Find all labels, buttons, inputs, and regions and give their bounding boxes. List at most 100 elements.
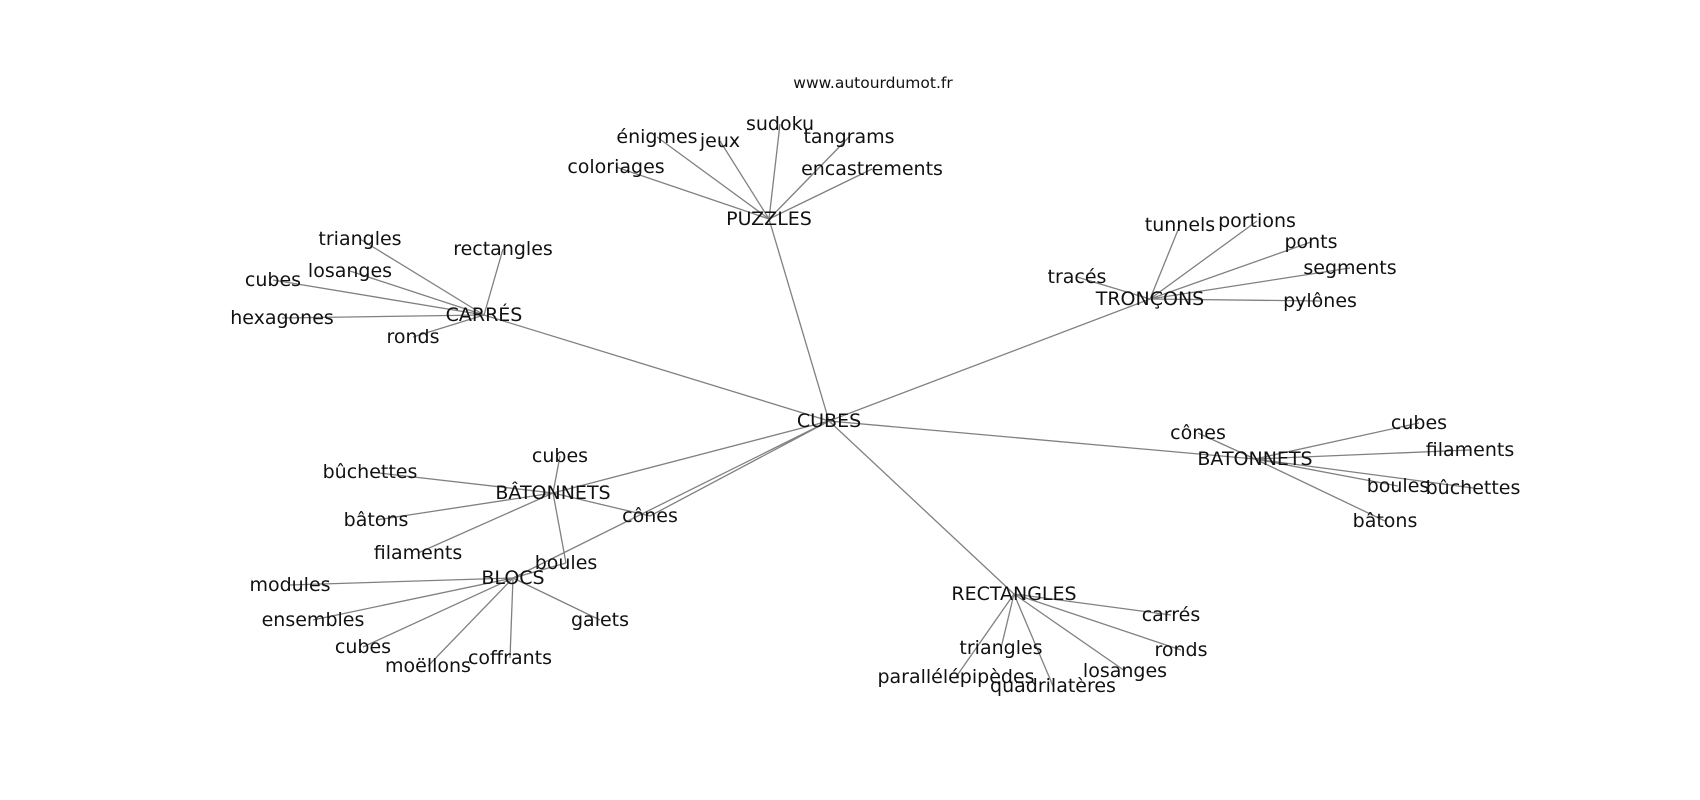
edge-h_troncons-t4 [1076,276,1151,300]
leaf-node-label: bâtons [1353,510,1418,532]
edge-h_blocs-b5 [509,577,514,659]
edge-h_batonnets_right-br4 [1254,458,1399,487]
leaf-node-label: ensembles [262,609,365,631]
leaf-node-label: filaments [1426,439,1514,461]
edge-h_puzzles-p6 [768,168,873,220]
leaf-node-label: bâtons [344,509,409,531]
leaf-node-label: encastrements [801,158,943,180]
leaf-node-label: losanges [308,260,392,282]
edge-center-h_batonnets_left [552,420,830,494]
edge-h_troncons-t1 [1149,224,1181,300]
leaf-node-label: losanges [1083,660,1167,682]
leaf-node-label: ponts [1284,231,1337,253]
edge-h_rectangles-r6 [1013,593,1054,687]
edge-h_batonnets_left-bl3 [375,492,554,521]
edge-h_blocs-b4 [362,577,514,648]
edge-h_troncons-t6 [1149,298,1321,302]
edge-h_carres-ca3 [349,270,485,316]
edge-h_puzzles-p1 [768,123,781,220]
edge-h_rectangles-r2 [1000,593,1015,649]
leaf-node-label: segments [1303,257,1396,279]
leaf-node-label: triangles [318,228,401,250]
leaf-node-label: ronds [386,326,439,348]
edge-h_troncons-t5 [1149,267,1351,300]
hub-node-label: BÂTONNETS [495,481,610,504]
leaf-node-label: sudoku [746,113,814,135]
edge-center-h_carres [483,314,830,422]
leaf-node-label: parallélépipèdes [877,666,1034,688]
leaf-node-label: cônes [1170,422,1226,444]
edge-center-h_puzzles [768,218,830,422]
edge-h_batonnets_right-br1 [1254,422,1420,460]
hub-node-label: CARRÉS [446,303,523,326]
leaf-node-label: rectangles [453,238,553,260]
hub-node-label: RECTANGLES [951,583,1076,605]
edge-h_carres-ca2 [483,248,504,316]
leaf-node-label: boules [1367,475,1430,497]
edge-center-h_batonnets_right [828,420,1256,460]
leaf-node-label: coffrants [468,647,552,669]
leaf-node-label: galets [571,609,629,631]
leaf-node-label: tracés [1048,266,1107,288]
edge-h_batonnets_left-bl4 [552,492,651,517]
edge-h_batonnets_left-bl1 [552,455,561,494]
leaf-node-label: moëllons [385,655,471,677]
edge-h_carres-ca1 [359,238,485,316]
edge-h_blocs-b3 [512,577,601,621]
center-node-label: CUBES [797,410,861,432]
leaf-node-label: cubes [245,269,301,291]
leaf-node-label: filaments [374,542,462,564]
leaf-node-label: coloriages [567,156,664,178]
edge-h_batonnets_left-bl2 [369,471,554,494]
edge-h_batonnets_left-bl6 [552,492,567,564]
edge-center-h_blocs [512,420,830,579]
leaf-node-label: pylônes [1283,290,1357,312]
edge-h_batonnets_right-br6 [1254,458,1386,522]
edge-h_rectangles-r4 [1013,593,1126,672]
edge-h_puzzles-p2 [656,136,770,220]
edge-center-h_troncons [828,298,1151,422]
edge-h_rectangles-r1 [1013,593,1172,616]
leaf-node-label: carrés [1142,604,1201,626]
edge-h_batonnets_right-br2 [1197,432,1256,460]
edge-h_blocs-b6 [427,577,514,667]
leaf-node-label: bûchettes [1426,477,1521,499]
edge-bl4-c [649,420,830,517]
edge-h_puzzles-p5 [615,166,770,220]
edges-layer [272,123,1474,687]
leaf-node-label: énigmes [616,126,697,148]
edge-h_puzzles-p4 [768,136,850,220]
edge-h_blocs-b2 [312,577,514,621]
edge-bl6-h_blocs [512,562,567,579]
leaf-node-label: bûchettes [323,461,418,483]
hub-node-label: BATONNETS [1197,448,1312,470]
edge-h_batonnets_right-br5 [1254,458,1474,489]
edge-center-h_rectangles [828,420,1015,595]
edge-h_carres-ca4 [272,279,485,316]
hub-node-label: PUZZLES [726,208,812,230]
edge-h_batonnets_right-br3 [1254,449,1471,460]
edge-h_batonnets_left-bl5 [417,492,554,554]
edge-h_puzzles-p3 [719,140,770,220]
leaf-node-label: portions [1218,210,1296,232]
leaf-node-label: modules [249,574,330,596]
leaf-node-label: boules [535,552,598,574]
leaf-node-label: cubes [1391,412,1447,434]
hub-node-label: TRONÇONS [1095,288,1204,310]
hub-node-label: BLOCS [481,567,544,589]
edge-h_troncons-t2 [1149,220,1258,300]
edge-h_rectangles-r3 [1013,593,1182,651]
leaf-node-label: quadrilatères [990,675,1116,697]
leaf-node-label: hexagones [230,307,334,329]
edge-h_carres-ca5 [281,314,485,319]
leaf-node-label: cubes [532,445,588,467]
source-url: www.autourdumot.fr [793,74,953,92]
leaf-node-label: cubes [335,636,391,658]
edge-h_carres-ca6 [412,314,485,338]
leaf-node-label: tangrams [803,126,894,148]
leaf-node-label: ronds [1154,639,1207,661]
leaf-node-label: triangles [959,637,1042,659]
leaf-node-label: tunnels [1145,214,1215,236]
